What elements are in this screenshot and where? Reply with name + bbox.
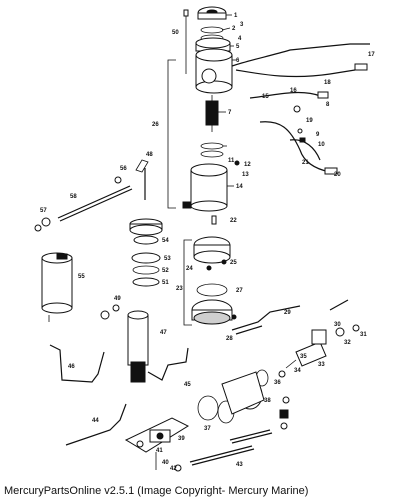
piston-disk-stack (129, 218, 163, 287)
callout-38: 38 (264, 398, 271, 404)
callout-21: 21 (302, 160, 309, 166)
callout-36: 36 (274, 380, 281, 386)
callout-46: 46 (68, 364, 75, 370)
callout-12: 12 (244, 162, 251, 168)
callout-26: 26 (152, 122, 159, 128)
callout-2: 2 (232, 26, 236, 32)
callout-4: 4 (238, 36, 242, 42)
callout-16: 16 (290, 88, 297, 94)
callout-47: 47 (160, 330, 167, 336)
callout-33: 33 (318, 362, 325, 368)
callout-35: 35 (300, 354, 307, 360)
callout-22: 22 (230, 218, 237, 224)
callout-25: 25 (230, 260, 237, 266)
callout-24: 24 (186, 266, 193, 272)
callout-55: 55 (78, 274, 85, 280)
callout-27: 27 (236, 288, 243, 294)
callout-58: 58 (70, 194, 77, 200)
callout-57: 57 (40, 208, 47, 214)
callout-leaders (218, 14, 236, 187)
callout-41: 41 (156, 448, 163, 454)
callout-54: 54 (162, 238, 169, 244)
callout-10: 10 (318, 142, 325, 148)
callout-labels: 1 2 3 4 5 6 7 8 9 10 11 12 13 14 15 16 1… (40, 13, 375, 472)
callout-32: 32 (344, 340, 351, 346)
callout-6: 6 (236, 58, 240, 64)
trim-cylinder (100, 304, 149, 383)
callout-45: 45 (184, 382, 191, 388)
callout-39: 39 (178, 436, 185, 442)
callout-37: 37 (204, 426, 211, 432)
callout-18: 18 (324, 80, 331, 86)
pump-motor-assembly (182, 6, 240, 225)
callout-11: 11 (228, 158, 235, 164)
callout-43: 43 (236, 462, 243, 468)
callout-44: 44 (92, 418, 99, 424)
callout-19: 19 (306, 118, 313, 124)
tie-rod (34, 159, 149, 232)
callout-15: 15 (262, 94, 269, 100)
callout-1: 1 (234, 13, 238, 19)
reservoir-cylinder (41, 252, 73, 322)
callout-51: 51 (162, 280, 169, 286)
callout-23: 23 (176, 286, 183, 292)
callout-48: 48 (146, 152, 153, 158)
base-bracket (124, 417, 190, 472)
valve-body-assembly (183, 236, 237, 326)
callout-8: 8 (326, 102, 330, 108)
hydraulic-lines (49, 305, 301, 446)
callout-14: 14 (236, 184, 243, 190)
callout-56: 56 (120, 166, 127, 172)
callout-42: 42 (170, 466, 177, 472)
callout-53: 53 (164, 256, 171, 262)
callout-50: 50 (172, 30, 179, 36)
callout-7: 7 (228, 110, 232, 116)
callout-40: 40 (162, 460, 169, 466)
callout-29: 29 (284, 310, 291, 316)
image-caption: MercuryPartsOnline v2.5.1 (Image Copyrig… (4, 485, 309, 497)
callout-31: 31 (360, 332, 367, 338)
wiring-harness (231, 43, 370, 175)
callout-49: 49 (114, 296, 121, 302)
callout-20: 20 (334, 172, 341, 178)
callout-52: 52 (162, 268, 169, 274)
callout-3: 3 (240, 22, 244, 28)
callout-17: 17 (368, 52, 375, 58)
callout-13: 13 (242, 172, 249, 178)
callout-28: 28 (226, 336, 233, 342)
callout-30: 30 (334, 322, 341, 328)
callout-9: 9 (316, 132, 320, 138)
tilt-ram-assembly (189, 299, 360, 466)
callout-34: 34 (294, 368, 301, 374)
callout-5: 5 (236, 44, 240, 50)
